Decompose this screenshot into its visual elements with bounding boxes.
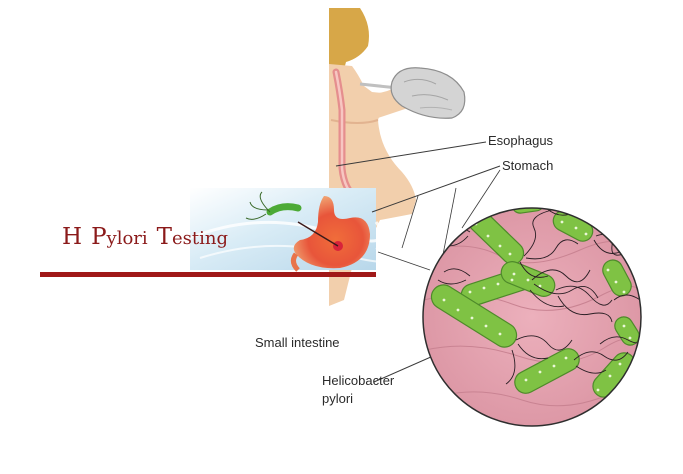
stomach-leader (371, 165, 501, 213)
title-rest-esting: esting (172, 228, 229, 249)
small-intestine-leader (401, 195, 419, 249)
label-esophagus: Esophagus (488, 133, 554, 148)
banner-pointer (297, 221, 339, 247)
esophagus-leader (335, 141, 487, 167)
title-rest-ylori: ylori (106, 228, 148, 249)
person-neck-shading (330, 119, 379, 124)
title-initial-p: P (91, 224, 107, 250)
magnified-stomach-lining (422, 207, 642, 427)
banner-stomach (293, 196, 370, 269)
bacteria-speckles (442, 220, 632, 392)
banner-bacterium (266, 203, 302, 216)
bacterium-8 (514, 348, 580, 394)
bacterium-6 (430, 284, 518, 348)
label-pylori: pylori (322, 391, 354, 406)
bacterium-10 (614, 316, 640, 346)
title-initial-t: T (156, 224, 173, 250)
bacteria-flagella (427, 208, 641, 385)
label-stomach: Stomach (502, 158, 554, 173)
title-initial-h: H (62, 224, 83, 250)
label-small-intestine: Small intestine (255, 335, 340, 350)
breath-bag (390, 67, 466, 119)
label-helicobacter: Helicobacter (322, 373, 395, 388)
title-rule (40, 272, 376, 277)
title-banner (189, 188, 389, 272)
